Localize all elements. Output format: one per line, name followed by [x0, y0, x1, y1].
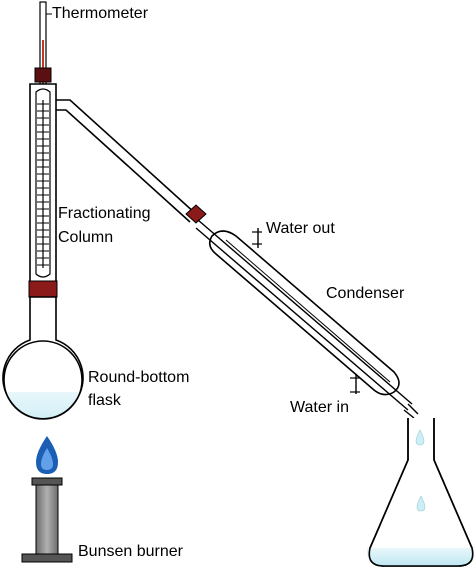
- flame-icon: [36, 436, 58, 474]
- fractionating-column: [29, 83, 57, 283]
- round-bottom-flask: [2, 296, 84, 420]
- water-in-label: Water in: [290, 399, 349, 416]
- receiving-flask: [366, 418, 474, 567]
- arm-joint: [185, 204, 207, 224]
- fractionating-column-label-line1: Fractionating: [58, 205, 151, 222]
- round-bottom-flask-label-line1: Round-bottom: [88, 369, 190, 386]
- top-stopper: [34, 67, 52, 83]
- receiving-liquid: [366, 548, 474, 566]
- condenser-label: Condenser: [326, 285, 405, 302]
- bunsen-burner: [21, 477, 73, 563]
- bottom-stopper: [28, 280, 58, 298]
- side-arm: [56, 99, 197, 223]
- thermometer-mercury: [42, 40, 44, 90]
- water-out-label: Water out: [266, 220, 335, 237]
- condenser: [195, 219, 419, 419]
- column-indentations: [37, 103, 49, 266]
- round-bottom-flask-label-line2: flask: [88, 392, 121, 409]
- thermometer-label: Thermometer: [52, 5, 149, 22]
- bunsen-burner-label: Bunsen burner: [78, 543, 183, 560]
- fractionating-column-label-line2: Column: [58, 229, 114, 246]
